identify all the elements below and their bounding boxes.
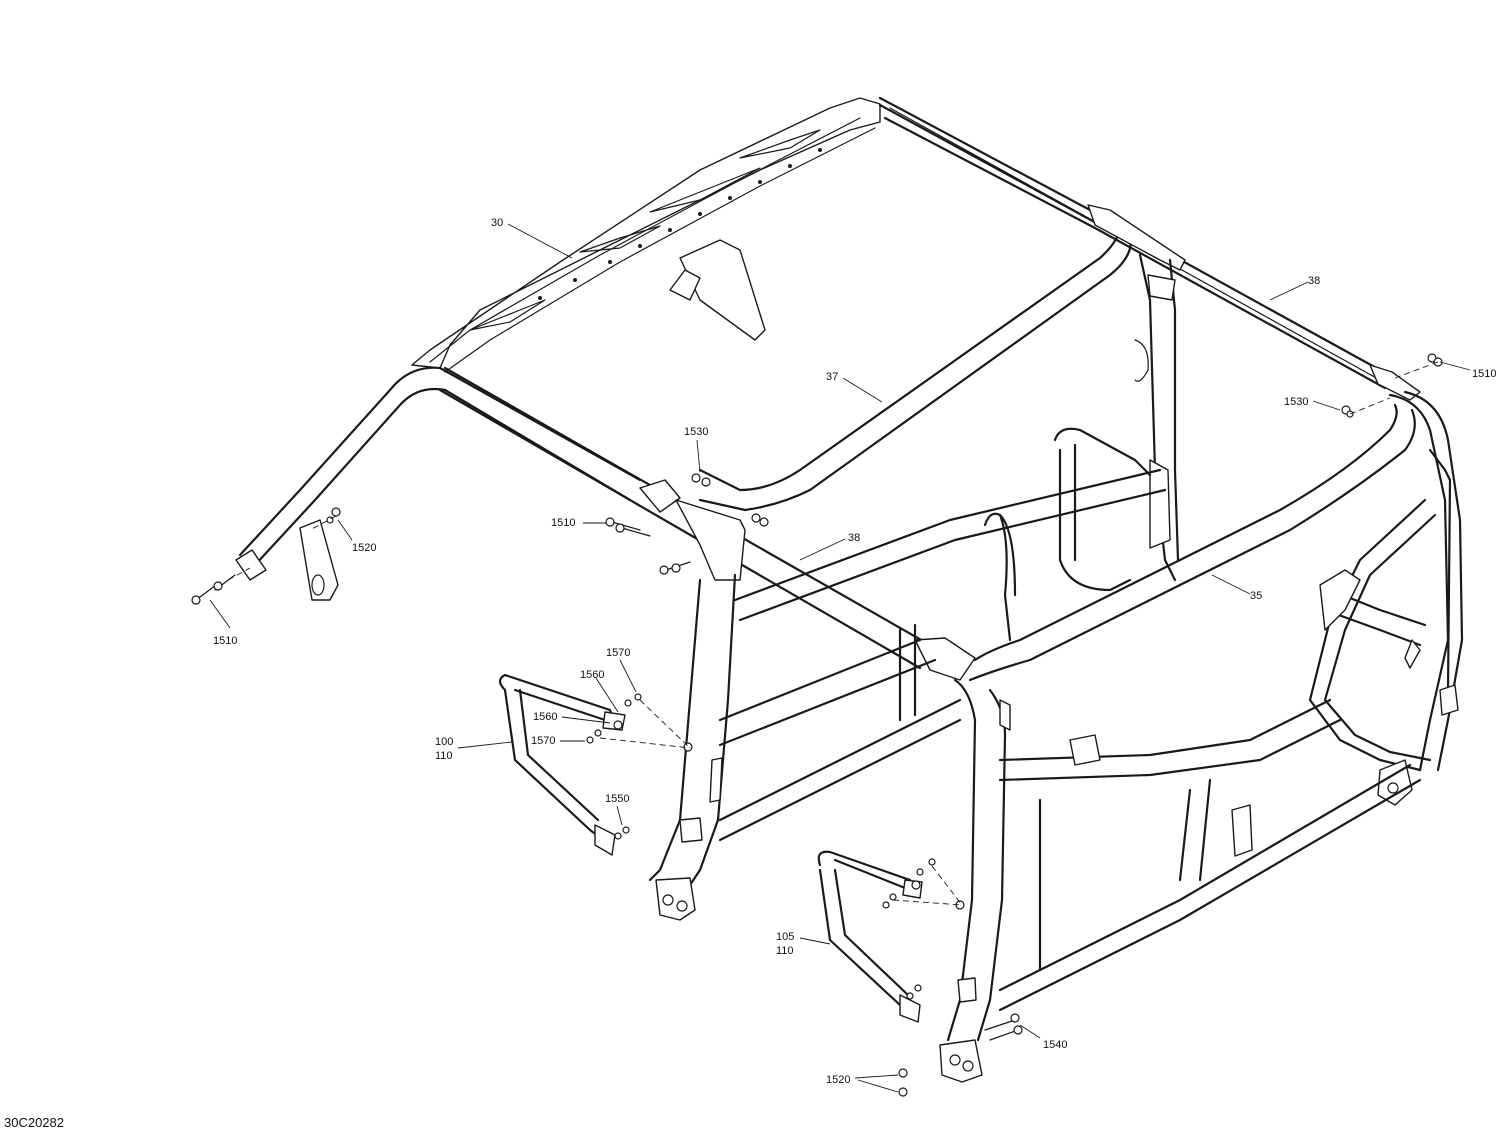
callout-1550: 1550 <box>605 793 629 805</box>
callout-30: 30 <box>491 217 503 229</box>
fastener-hardware <box>191 353 1443 1097</box>
callout-110-right: 110 <box>776 945 794 957</box>
callout-38-top: 38 <box>1308 275 1320 287</box>
callout-105: 105 <box>776 931 794 943</box>
callout-1570-top: 1570 <box>606 647 630 659</box>
callout-labels: 30 37 38 38 35 1510 1530 1530 1510 1520 … <box>213 217 1496 1086</box>
callout-1510-left: 1510 <box>213 635 237 647</box>
assembly-guide-lines <box>227 361 1439 906</box>
callout-1570-mid: 1570 <box>531 735 555 747</box>
callout-1560-top: 1560 <box>580 669 604 681</box>
callout-1540: 1540 <box>1043 1039 1067 1051</box>
callout-37: 37 <box>826 371 838 383</box>
callout-38-mid: 38 <box>848 532 860 544</box>
leader-lines <box>209 223 1471 1093</box>
rear-frame-right <box>1308 390 1464 806</box>
front-roll-bar <box>235 103 1132 601</box>
front-right-post <box>939 678 1011 1083</box>
figure-id: 30C20282 <box>4 1115 64 1130</box>
callout-1530-right: 1530 <box>1284 396 1308 408</box>
right-roof-rail <box>878 96 1421 401</box>
callout-100: 100 <box>435 736 453 748</box>
callout-1510-mid: 1510 <box>551 517 575 529</box>
callout-1520-bottom: 1520 <box>826 1074 850 1086</box>
callout-1520-left: 1520 <box>352 542 376 554</box>
callout-1530-mid: 1530 <box>684 426 708 438</box>
center-seat-bar <box>983 427 1152 642</box>
front-left-post <box>648 573 737 921</box>
callout-1560-mid: 1560 <box>533 711 557 723</box>
rear-upright-right <box>1134 253 1180 582</box>
center-cross-tube <box>438 366 976 681</box>
left-door-bar <box>498 673 626 856</box>
callout-110-left: 110 <box>435 750 453 762</box>
lower-side-frame <box>718 468 1422 1012</box>
callout-35: 35 <box>1250 590 1262 602</box>
roof-panel <box>411 97 881 373</box>
callout-1510-right: 1510 <box>1472 368 1496 380</box>
rear-cross-tube <box>968 403 1416 682</box>
